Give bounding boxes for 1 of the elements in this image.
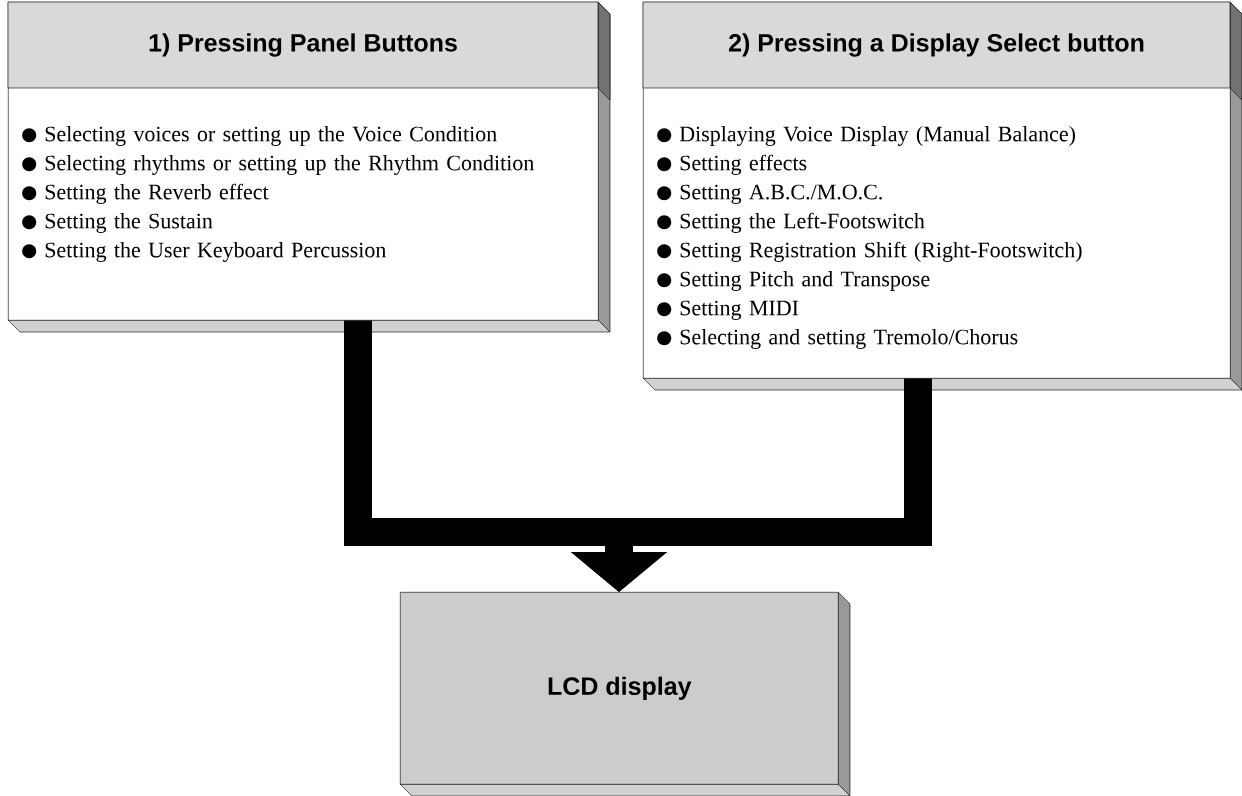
box: LCD display xyxy=(399,591,851,796)
